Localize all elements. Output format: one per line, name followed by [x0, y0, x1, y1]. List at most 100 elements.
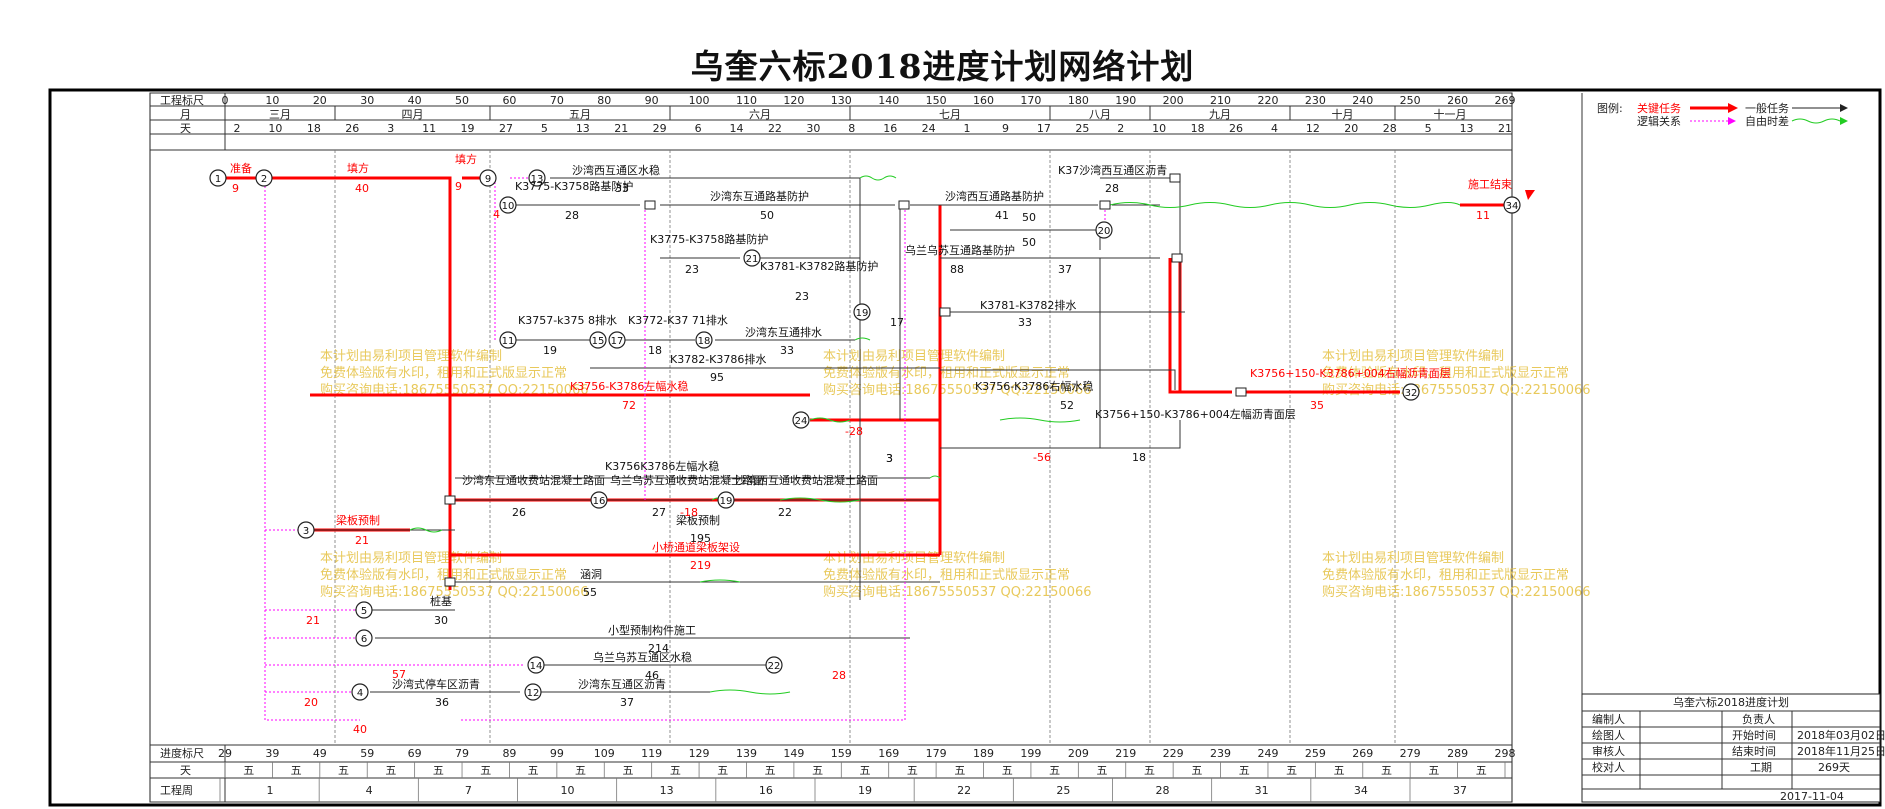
week-cell: 37	[1453, 784, 1467, 797]
node-10	[499, 196, 517, 214]
svg-text:6: 6	[361, 634, 367, 645]
task-label: 沙湾西互通区水稳	[572, 163, 660, 177]
week-cell: 25	[1056, 784, 1070, 797]
task-label: K37沙湾西互通区沥青	[1058, 163, 1167, 177]
weekday-cell: 五	[1049, 764, 1060, 777]
progress-tick: 298	[1495, 747, 1516, 760]
offset-label: 17	[890, 316, 904, 329]
month-cell: 十月	[1332, 107, 1354, 121]
day-cell: 13	[1460, 122, 1474, 135]
progress-tick: 159	[831, 747, 852, 760]
scale-tick: 90	[645, 94, 659, 107]
node-20	[1095, 221, 1113, 239]
task-label: 填方	[455, 152, 477, 166]
task-dur: 21	[355, 534, 369, 547]
day-cell: 10	[1152, 122, 1166, 135]
svg-text:15: 15	[592, 336, 605, 347]
scale-tick: 220	[1257, 94, 1278, 107]
scale-tick: 230	[1305, 94, 1326, 107]
timeline-footer: 进度标尺天工程周29五39五49五59五69五79五89五99五109五119五…	[150, 744, 1516, 803]
progress-tick: 259	[1305, 747, 1326, 760]
progress-tick: 279	[1400, 747, 1421, 760]
task-label: K3781-K3782路基防护	[760, 259, 878, 273]
task-label: 沙湾东互通排水	[745, 325, 822, 339]
node-4	[351, 683, 369, 701]
task-dur: 55	[583, 586, 597, 599]
weekday-cell: 五	[860, 764, 871, 777]
task-dur: 9	[232, 182, 239, 195]
month-cell: 六月	[749, 108, 771, 121]
progress-tick: 79	[455, 747, 469, 760]
node-15	[589, 331, 607, 349]
day-cell: 24	[922, 122, 936, 135]
svg-text:结束时间: 结束时间	[1732, 745, 1776, 758]
task-dur: 30	[434, 614, 448, 627]
progress-tick: 139	[736, 747, 757, 760]
watermark-text: 本计划由易利项目管理软件编制	[823, 551, 1005, 566]
task-label: 填方	[347, 161, 369, 175]
svg-text:2018年11月25日: 2018年11月25日	[1797, 744, 1885, 758]
scale-tick: 130	[831, 94, 852, 107]
task-dur: 18	[648, 344, 662, 357]
svg-text:2: 2	[261, 174, 267, 185]
svg-text:绘图人: 绘图人	[1592, 728, 1625, 742]
weekday-cell: 五	[1191, 764, 1202, 777]
node-12	[524, 683, 542, 701]
weekday-cell: 五	[1476, 764, 1487, 777]
day-cell: 20	[1344, 122, 1358, 135]
weekday-cell: 五	[1097, 764, 1108, 777]
svg-text:16: 16	[593, 496, 606, 507]
node-16	[590, 491, 608, 509]
network-lines	[226, 175, 1505, 721]
task-dur: 3	[886, 452, 893, 465]
task-dur: 50	[760, 209, 774, 222]
day-cell: 18	[1191, 122, 1205, 135]
scale-tick: 180	[1068, 94, 1089, 107]
progress-tick: 149	[783, 747, 804, 760]
svg-text:20: 20	[1098, 226, 1111, 237]
task-dur: 28	[565, 209, 579, 222]
offset-label: 20	[304, 696, 318, 709]
day-cell: 4	[1271, 122, 1278, 135]
progress-tick: 249	[1257, 747, 1278, 760]
watermark-text: 购买咨询电话:18675550537 QQ:22150066	[1322, 584, 1591, 600]
svg-text:19: 19	[720, 496, 733, 507]
task-label: K3756+150-K3786+004右幅沥青面层	[1250, 366, 1451, 380]
task-dur: 27	[652, 506, 666, 519]
task-dur: 37	[620, 696, 634, 709]
watermark-text: 免费体验版有水印，租用和正式版显示正常	[320, 365, 567, 381]
offset-label: -56	[1033, 451, 1051, 464]
watermark-text: 本计划由易利项目管理软件编制	[1322, 551, 1504, 566]
watermark-text: 购买咨询电话:18675550537 QQ:22150066	[823, 382, 1092, 398]
scale-tick: 269	[1495, 94, 1516, 107]
offset-label: 3	[886, 452, 893, 465]
node-19b	[717, 491, 735, 509]
offset-label: 57	[392, 668, 406, 681]
task-dur: 219	[690, 559, 711, 572]
weekday-cell: 五	[480, 764, 491, 777]
task-label: K3756+150-K3786+004左幅沥青面层	[1095, 408, 1296, 421]
day-cell: 21	[614, 122, 628, 135]
task-dur: 36	[435, 696, 449, 709]
node-14	[527, 656, 545, 674]
node-21	[743, 249, 761, 267]
node-3	[297, 521, 315, 539]
progress-tick: 39	[265, 747, 279, 760]
progress-tick: 179	[926, 747, 947, 760]
node-22	[765, 656, 783, 674]
node-32	[1402, 383, 1420, 401]
node-13	[528, 169, 546, 187]
offset-label: 4	[493, 208, 500, 221]
day-row-label: 天	[180, 122, 191, 135]
day-cell: 19	[461, 122, 475, 135]
scale-tick: 20	[313, 94, 327, 107]
weekday-cell: 五	[385, 764, 396, 777]
progress-tick: 229	[1163, 747, 1184, 760]
watermark-text: 免费体验版有水印，租用和正式版显示正常	[320, 567, 567, 583]
scale-tick: 10	[265, 94, 279, 107]
progress-tick: 189	[973, 747, 994, 760]
month-cell: 四月	[402, 108, 424, 121]
week-cell: 7	[465, 784, 472, 797]
offset-label: 21	[306, 614, 320, 627]
